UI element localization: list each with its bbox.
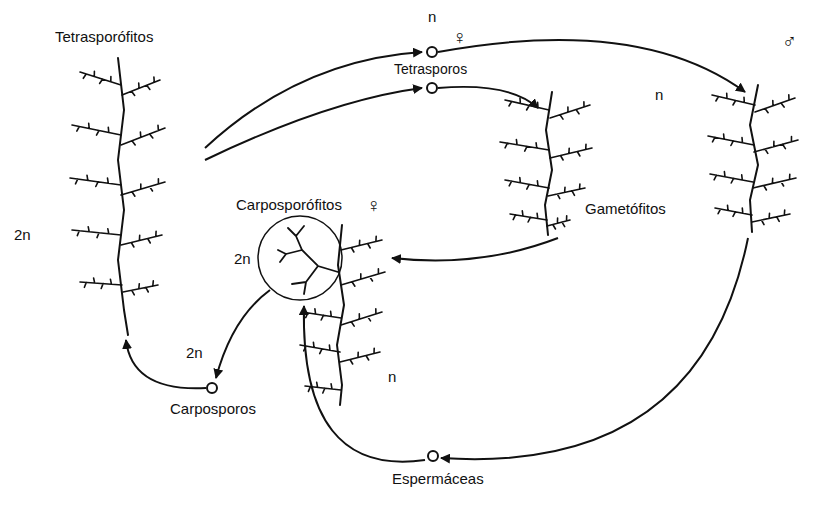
cycle-arrow — [304, 306, 425, 462]
thallus-branch — [121, 179, 165, 197]
stage-label: n — [388, 368, 396, 385]
thallus-branch — [708, 134, 754, 146]
stage-label: Carposporos — [170, 400, 256, 417]
stage-label: Tetrasporófitos — [55, 28, 153, 45]
life-stage: Espermáceas — [385, 444, 495, 494]
thallus-branch — [710, 172, 753, 183]
thallus-branch — [341, 269, 385, 287]
stage-label: Tetrasporos — [394, 61, 467, 77]
thallus-branch — [80, 71, 121, 85]
life-stage: Tetrasporófitos 2n — [8, 22, 210, 340]
life-stage: 2nCarposporos — [165, 340, 265, 422]
cycle-arrow — [441, 238, 748, 459]
thallus-branch — [121, 231, 162, 247]
thallus-branch — [72, 227, 121, 238]
thallus-branch — [505, 178, 549, 189]
stage-label: ♀ — [366, 194, 381, 217]
thallus-branch — [752, 210, 790, 225]
cycle-arrow — [216, 290, 270, 378]
stage-label: 2n — [234, 250, 251, 267]
thallus-branch — [302, 309, 341, 320]
thallus-branch — [341, 309, 382, 326]
thallus-branch — [712, 93, 755, 105]
cycle-arrow — [438, 40, 745, 92]
thallus-branch — [123, 281, 158, 295]
cycle-arrow — [205, 52, 422, 148]
spore-circle — [427, 83, 437, 93]
cycle-arrow — [438, 87, 538, 108]
thallus-branch — [548, 184, 585, 199]
stage-label: Carposporófitos — [236, 196, 342, 213]
thallus-branch — [755, 95, 795, 113]
spore-circle — [427, 47, 437, 57]
life-stage: ♀ n Carposporófitos 2n — [225, 188, 420, 428]
thallus-stem — [118, 58, 128, 335]
magnify-circle — [258, 216, 342, 300]
stage-label: Espermáceas — [392, 470, 484, 487]
cycle-arrow — [205, 88, 422, 160]
thallus-branch — [550, 102, 590, 119]
stage-label: 2n — [14, 226, 31, 243]
stage-label: n — [655, 86, 663, 103]
spore-circle — [428, 451, 438, 461]
stage-label: ♂ — [782, 30, 797, 53]
thallus-branch — [715, 205, 752, 216]
thallus-branch — [754, 137, 798, 154]
thallus-stem — [545, 92, 552, 235]
thallus-branch — [72, 123, 121, 135]
thallus-branch — [550, 144, 592, 160]
thallus-branch — [341, 236, 382, 252]
thallus-branch — [122, 77, 160, 95]
life-stage: ♀ — [448, 22, 600, 240]
thallus-branch — [340, 348, 380, 364]
life-stage: nTetrasporos — [385, 6, 485, 102]
stage-label: n — [428, 8, 436, 25]
cycle-arrow — [126, 340, 206, 388]
thallus-branch — [547, 216, 570, 229]
life-stage: Carposporófitos 2n — [228, 192, 356, 302]
thallus-branch — [500, 140, 549, 151]
cycle-arrow — [392, 238, 558, 261]
thallus-stem — [750, 85, 758, 232]
thallus-drawings — [70, 58, 798, 405]
thallus-stem — [337, 225, 344, 405]
thallus-branch — [510, 211, 547, 222]
thallus-branch — [70, 175, 121, 186]
thallus-branch — [80, 278, 122, 289]
spore-circle — [207, 383, 217, 393]
group-label: Gametófitos — [585, 200, 666, 217]
thallus-branch — [121, 125, 165, 145]
stage-label: ♀ — [452, 26, 467, 49]
carposporophyte-branch — [278, 226, 338, 294]
stage-label: 2n — [186, 344, 203, 361]
thallus-branch — [753, 174, 796, 190]
